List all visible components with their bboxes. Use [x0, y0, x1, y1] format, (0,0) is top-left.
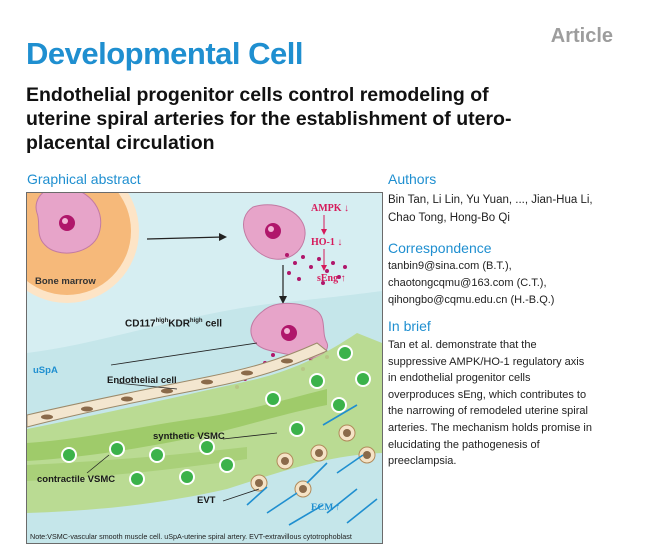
figure-note: Note:VSMC-vascular smooth muscle cell. u…: [30, 532, 352, 541]
authors-list: Bin Tan, Li Lin, Yu Yuan, ..., Jian-Hua …: [388, 191, 628, 227]
ho1-text: HO-1: [311, 237, 335, 248]
authors-line: Bin Tan, Li Lin, Yu Yuan, ..., Jian-Hua …: [388, 194, 593, 206]
ecm-fibers: [246, 404, 378, 526]
leader-line: [222, 488, 260, 502]
up-arrow: ↑: [340, 273, 346, 284]
ho1-label: HO-1 ↓: [311, 237, 342, 248]
article-type-label: Article: [550, 25, 613, 47]
leader-line: [86, 454, 110, 474]
graphical-abstract-heading: Graphical abstract: [27, 171, 141, 187]
authors-heading: Authors: [388, 171, 437, 187]
evt-cells: [250, 424, 376, 498]
down-arrow: ↓: [337, 237, 343, 248]
green-vsmc-cells: [61, 345, 371, 487]
kdr-text: KDR: [168, 318, 190, 330]
leader-line: [110, 342, 258, 366]
nucleus-highlight: [62, 218, 68, 224]
graphical-abstract-figure: Bone marrow AMPK ↓ HO-1 ↓ sEng ↑ CD117hi…: [26, 192, 383, 544]
brief-line: preeclampsia.: [388, 455, 457, 468]
in-brief-text: Tan et al. demonstrate that the suppress…: [388, 337, 628, 470]
brief-line: arteries. The mechanism holds promise in: [388, 421, 592, 434]
brief-line: the narrowing of remodeled uterine spira…: [388, 405, 588, 418]
correspondence-list: tanbin9@sina.com (B.T.), chaotongcqmu@16…: [388, 258, 628, 309]
title-line: Endothelial progenitor cells control rem…: [26, 84, 489, 106]
brief-line: in endothelial progenitor cells: [388, 372, 531, 385]
ampk-label: AMPK ↓: [311, 203, 349, 214]
nucleus-highlight: [284, 328, 290, 334]
brief-line: overproduces sEng, which contributes to: [388, 388, 587, 401]
title-line: uterine spiral arteries for the establis…: [26, 108, 512, 130]
in-brief-heading: In brief: [388, 318, 431, 334]
cd117-kdr-label: CD117highKDRhigh cell: [125, 318, 222, 329]
bone-marrow-label: Bone marrow: [35, 276, 96, 287]
ampk-text: AMPK: [311, 203, 342, 214]
endothelial-cell-label: Endothelial cell: [107, 375, 177, 386]
vsmc-band: [27, 389, 327, 461]
leader-line: [222, 432, 278, 440]
email-link[interactable]: qihongbo@cqmu.edu.cn (H.-B.Q.): [388, 294, 555, 306]
authors-line: Chao Tong, Hong-Bo Qi: [388, 212, 510, 224]
email-link[interactable]: tanbin9@sina.com (B.T.),: [388, 260, 512, 272]
leader-line: [116, 382, 178, 390]
title-line: placental circulation: [26, 132, 215, 154]
brief-line: elucidating the pathogenesis of: [388, 438, 540, 451]
correspondence-heading: Correspondence: [388, 240, 492, 256]
contractile-vsmc-label: contractile VSMC: [37, 474, 116, 485]
ecm-label: ECM ↑: [311, 503, 340, 513]
vsmc-band: [27, 447, 247, 481]
arrowhead: [219, 233, 227, 241]
seng-text: sEng: [317, 273, 339, 284]
cell-text: cell: [202, 318, 223, 330]
graphical-abstract-illustration: [27, 193, 382, 543]
cd117-text: CD117: [125, 318, 156, 330]
brief-line: Tan et al. demonstrate that the: [388, 339, 537, 351]
brief-line: suppressive AMPK/HO-1 regulatory axis: [388, 355, 585, 368]
high-sup: high: [189, 318, 203, 324]
endothelial-layer: [27, 342, 328, 428]
email-link[interactable]: chaotongcqmu@163.com (C.T.),: [388, 277, 547, 289]
down-arrow: ↓: [344, 203, 350, 214]
synthetic-vsmc-label: synthetic VSMC: [153, 431, 225, 442]
evt-label: EVT: [197, 495, 216, 506]
up-arrow: ↑: [335, 503, 341, 513]
nucleus-highlight: [268, 226, 274, 232]
endothelial-nuclei: [41, 358, 293, 420]
seng-label: sEng ↑: [317, 273, 346, 284]
migration-arrow: [146, 236, 224, 240]
article-title: Endothelial progenitor cells control rem…: [26, 83, 626, 155]
journal-name: Developmental Cell: [26, 36, 303, 71]
high-sup: high: [155, 318, 169, 324]
uspa-label: uSpA: [33, 365, 58, 376]
ecm-text: ECM: [311, 503, 334, 513]
